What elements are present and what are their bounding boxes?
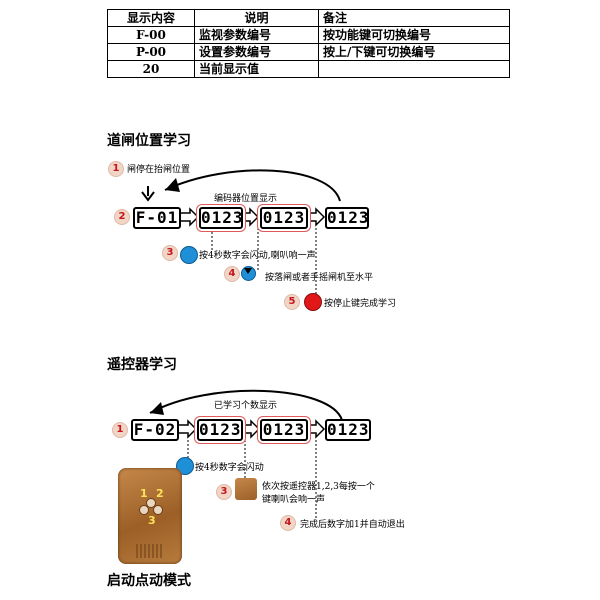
remote-number: 2 (156, 487, 164, 500)
step-text: 闸停在抬闸位置 (127, 162, 190, 175)
lcd-display-flashing: 0123 (260, 419, 308, 441)
step-text: 按落闸或者手摇闸机至水平 (265, 270, 373, 283)
step-number-badge: 1 (112, 422, 128, 438)
step-number-badge: 3 (162, 245, 178, 261)
return-arrow-head (165, 178, 180, 192)
step-text: 按4秒数字会闪动 (195, 460, 264, 473)
step-number-badge: 4 (224, 266, 240, 282)
right-arrow-icon (180, 209, 198, 225)
step-number-badge: 3 (216, 484, 232, 500)
remote-number: 3 (148, 514, 156, 527)
step-text: 按停止键完成学习 (324, 296, 396, 309)
stop-button-icon (304, 293, 322, 311)
lcd-display-flashing: 0123 (260, 207, 308, 229)
step-number-badge: 4 (280, 515, 296, 531)
right-arrow-icon (178, 421, 196, 437)
remote-number: 1 (140, 487, 148, 500)
speaker-grille (136, 544, 164, 558)
step-number-badge: 1 (108, 161, 124, 177)
right-arrow-icon (306, 421, 324, 437)
remote-control-image: 1 2 3 (118, 468, 182, 564)
right-arrow-icon (306, 209, 324, 225)
display-caption: 已学习个数显示 (214, 398, 277, 411)
down-triangle-icon (244, 268, 252, 274)
remote-thumbnail-icon (235, 478, 257, 500)
display-caption: 编码器位置显示 (214, 191, 277, 204)
section-title-remote-learning: 遥控器学习 (107, 354, 177, 374)
lcd-display: F-02 (131, 419, 179, 441)
section-title-jog-mode: 启动点动模式 (107, 570, 191, 590)
down-arrow-icon (142, 186, 154, 200)
step-number-badge: 2 (114, 209, 130, 225)
lcd-display-flashing: 0123 (199, 207, 243, 229)
step-number-badge: 5 (284, 294, 300, 310)
lcd-display: 0123 (325, 419, 371, 441)
lcd-display-flashing: 0123 (197, 419, 243, 441)
return-arrow-head (150, 402, 164, 415)
right-arrow-icon (241, 421, 259, 437)
step-text: 键喇叭会响一声 (262, 492, 325, 505)
lcd-display: 0123 (325, 207, 369, 229)
set-button-icon (180, 246, 198, 264)
lcd-display: F-01 (133, 207, 181, 229)
step-text: 按4秒数字会闪动,喇叭响一声 (199, 248, 316, 261)
step-text: 依次按遥控器1,2,3每按一个 (262, 479, 375, 492)
step-text: 完成后数字加1并自动退出 (300, 517, 405, 530)
